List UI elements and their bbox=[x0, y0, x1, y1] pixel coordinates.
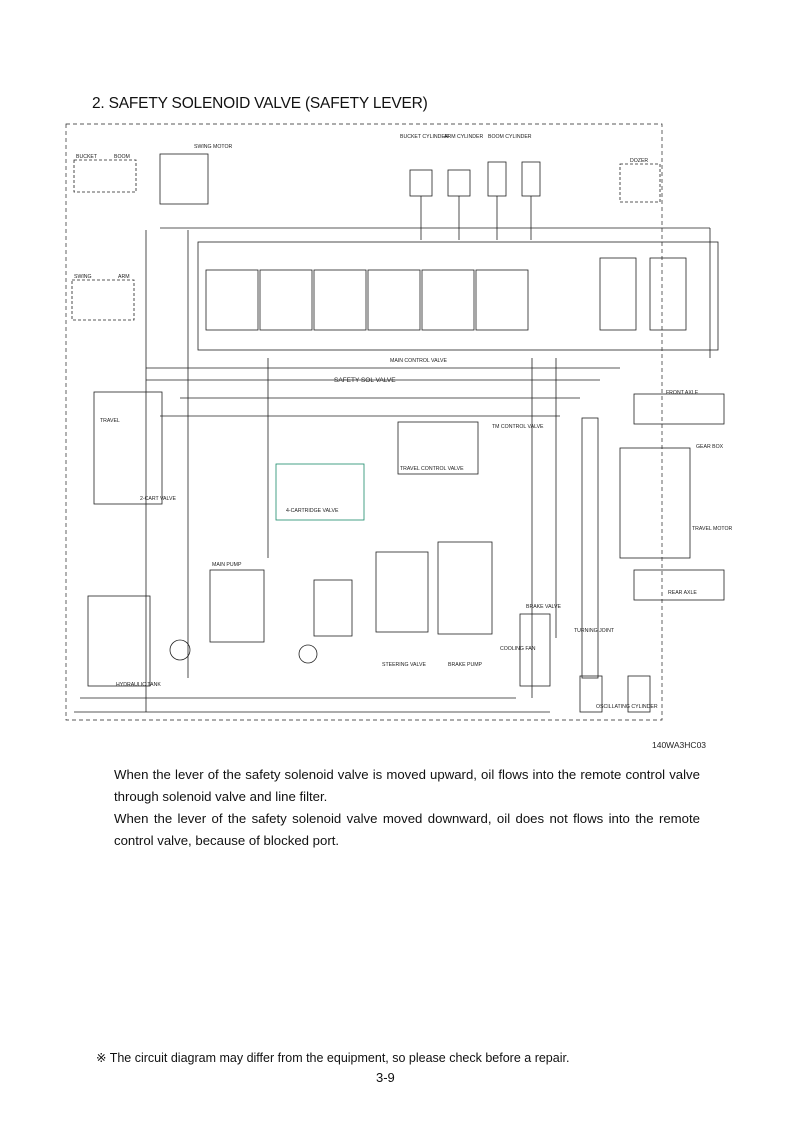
label-main-pump: MAIN PUMP bbox=[212, 562, 242, 568]
label-tm-control-valve: TM CONTROL VALVE bbox=[492, 424, 544, 430]
heading-number: 2. bbox=[92, 95, 105, 112]
label-brake-valve: BRAKE VALVE bbox=[526, 604, 562, 610]
label-cartridge-valve: 4-CARTRIDGE VALVE bbox=[286, 508, 339, 514]
label-bucket: BUCKET bbox=[76, 154, 98, 160]
label-brake-pump: BRAKE PUMP bbox=[448, 662, 483, 668]
heading-rest: (SAFETY LEVER) bbox=[304, 95, 428, 112]
label-arm: ARM bbox=[118, 274, 130, 280]
label-arm-cylinder: ARM CYLINDER bbox=[444, 134, 483, 140]
heading-bold-part: SAFETY SOLENOID VALVE bbox=[108, 95, 301, 112]
page-number: 3-9 bbox=[376, 1070, 395, 1085]
label-cooling-fan: COOLING FAN bbox=[500, 646, 536, 652]
label-swing-motor: SWING MOTOR bbox=[194, 144, 232, 150]
paragraph-downward: When the lever of the safety solenoid va… bbox=[114, 811, 700, 848]
hydraulic-circuit-diagram: BUCKET CYLINDER ARM CYLINDER BOOM CYLIND… bbox=[65, 123, 733, 721]
footnote: ※ The circuit diagram may differ from th… bbox=[96, 1051, 570, 1065]
label-main-control-valve: MAIN CONTROL VALVE bbox=[390, 358, 448, 364]
label-travel-control-valve: TRAVEL CONTROL VALVE bbox=[400, 466, 464, 472]
label-2-cart-valve: 2-CART VALVE bbox=[140, 496, 176, 502]
label-rear-axle: REAR AXLE bbox=[668, 590, 697, 596]
label-oscillating-cylinder: OSCILLATING CYLINDER bbox=[596, 704, 658, 710]
label-dozer: DOZER bbox=[630, 158, 648, 164]
label-steering-valve: STEERING VALVE bbox=[382, 662, 426, 668]
label-turning-joint: TURNING JOINT bbox=[574, 628, 615, 634]
label-boom: BOOM bbox=[114, 154, 130, 160]
label-front-axle: FRONT AXLE bbox=[666, 390, 699, 396]
label-gear-box: GEAR BOX bbox=[696, 444, 724, 450]
label-boom-cylinder: BOOM CYLINDER bbox=[488, 134, 532, 140]
label-swing: SWING bbox=[74, 274, 92, 280]
section-heading: 2. SAFETY SOLENOID VALVE (SAFETY LEVER) bbox=[92, 95, 428, 113]
figure-id: 140WA3HC03 bbox=[652, 740, 707, 750]
paragraph-upward: When the lever of the safety solenoid va… bbox=[114, 767, 700, 804]
label-bucket-cylinder: BUCKET CYLINDER bbox=[400, 134, 449, 140]
label-hydraulic-tank: HYDRAULIC TANK bbox=[116, 682, 161, 688]
label-travel-motor: TRAVEL MOTOR bbox=[692, 526, 733, 532]
body-text: When the lever of the safety solenoid va… bbox=[114, 764, 700, 852]
label-safety-sol-valve: SAFETY SOL VALVE bbox=[334, 377, 396, 384]
label-travel: TRAVEL bbox=[100, 418, 120, 424]
